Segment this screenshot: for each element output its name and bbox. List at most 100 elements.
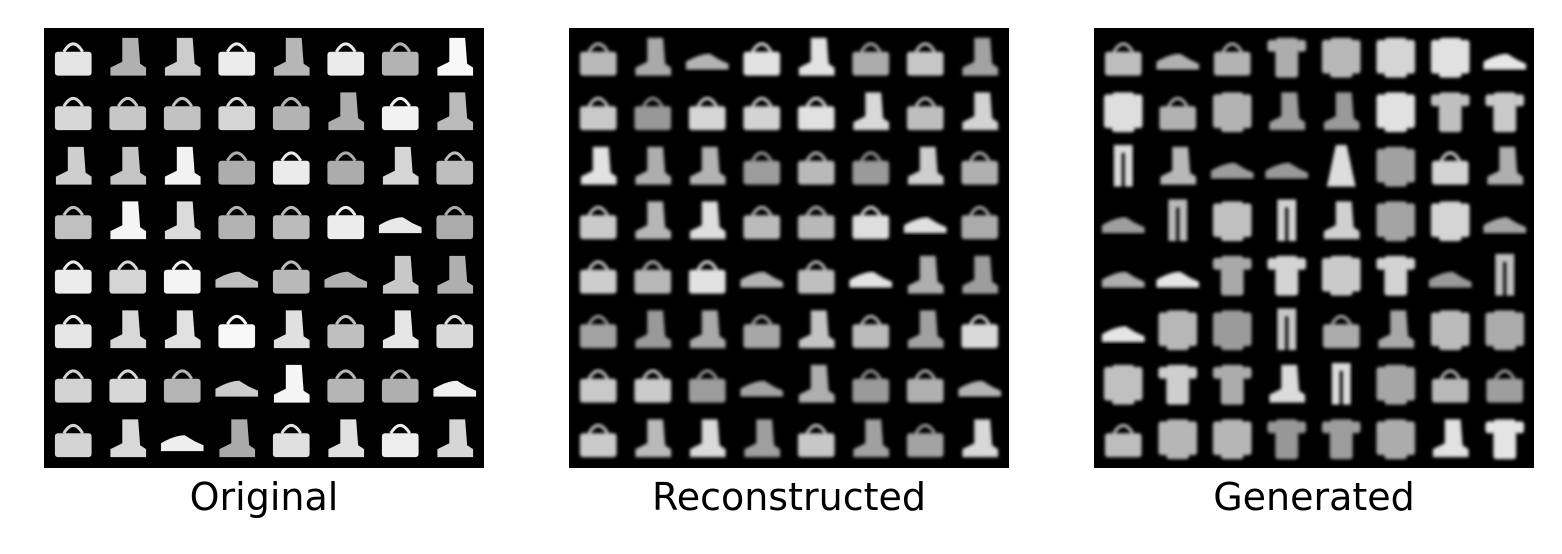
thumbnail-coat [1212, 310, 1252, 351]
thumbnail-bag [54, 96, 92, 131]
thumbnail-shirt [1485, 419, 1525, 460]
thumbnail-ankle-boot [1323, 92, 1360, 131]
thumbnail-ankle-boot [273, 310, 310, 349]
thumbnail-ankle-boot [110, 146, 147, 185]
panel-label-original: Original [189, 475, 339, 519]
thumbnail-bag [54, 423, 92, 458]
thumbnail-bag [797, 423, 835, 458]
thumbnail-bag [1431, 151, 1469, 185]
thumbnail-bag [272, 205, 310, 240]
thumbnail-ankle-boot [164, 37, 201, 76]
thumbnail-bag [852, 369, 890, 403]
thumbnail-grid-generated [1096, 30, 1532, 466]
thumbnail-bag [906, 369, 944, 403]
thumbnail-shirt [1430, 92, 1470, 133]
thumbnail-ankle-boot [635, 310, 672, 349]
thumbnail-sneaker [1210, 162, 1254, 179]
thumbnail-sneaker [1483, 53, 1527, 70]
thumbnail-bag [218, 96, 256, 131]
thumbnail-sneaker [1428, 271, 1472, 288]
thumbnail-bag [852, 314, 890, 349]
thumbnail-coat [1103, 92, 1143, 133]
thumbnail-bag [272, 260, 310, 294]
thumbnail-bag [961, 151, 999, 185]
thumbnail-shirt [1267, 419, 1307, 460]
thumbnail-ankle-boot [437, 255, 474, 294]
thumbnail-bag [436, 205, 474, 240]
thumbnail-ankle-boot [328, 419, 365, 458]
thumbnail-coat [1430, 310, 1470, 351]
thumbnail-bag [1159, 96, 1197, 131]
panel-reconstructed: Reconstructed [569, 28, 1009, 516]
thumbnail-pullover [1376, 201, 1416, 242]
thumbnail-ankle-boot [437, 419, 474, 458]
thumbnail-sneaker [740, 380, 784, 397]
thumbnail-shirt [1212, 364, 1252, 405]
thumbnail-pullover [1158, 419, 1198, 460]
thumbnail-bag [163, 260, 201, 294]
thumbnail-bag [272, 423, 310, 458]
thumbnail-bag [579, 314, 617, 349]
thumbnail-sneaker [433, 380, 477, 397]
thumbnail-bag [109, 369, 147, 403]
thumbnail-ankle-boot [798, 37, 835, 76]
thumbnail-bag [852, 151, 890, 185]
thumbnail-sneaker [1156, 53, 1200, 70]
thumbnail-ankle-boot [328, 92, 365, 131]
thumbnail-sneaker [1156, 271, 1200, 288]
thumbnail-grid-original [46, 30, 482, 466]
thumbnail-bag [579, 42, 617, 76]
thumbnail-bag [54, 42, 92, 76]
thumbnail-ankle-boot [798, 364, 835, 403]
thumbnail-ankle-boot [689, 146, 726, 185]
thumbnail-bag [1486, 369, 1524, 403]
thumbnail-ankle-boot [382, 146, 419, 185]
thumbnail-ankle-boot [55, 146, 92, 185]
thumbnail-pullover [1430, 201, 1470, 242]
thumbnail-ankle-boot [164, 201, 201, 240]
thumbnail-bag [163, 96, 201, 131]
thumbnail-bag [1104, 423, 1142, 458]
thumbnail-coat [1376, 419, 1416, 460]
thumbnail-ankle-boot [1160, 146, 1197, 185]
thumbnail-trouser [1168, 199, 1188, 242]
thumbnail-ankle-boot [1269, 364, 1306, 403]
thumbnail-ankle-boot [635, 201, 672, 240]
thumbnail-bag [688, 369, 726, 403]
thumbnail-bag [1213, 42, 1251, 76]
thumbnail-bag [163, 369, 201, 403]
thumbnail-pullover [1212, 92, 1252, 133]
thumbnail-ankle-boot [437, 92, 474, 131]
thumbnail-shirt [1267, 255, 1307, 296]
image-grid-original [44, 28, 484, 468]
thumbnail-sneaker [903, 217, 947, 234]
panel-label-generated: Generated [1213, 475, 1415, 519]
thumbnail-shirt [1212, 255, 1252, 296]
thumbnail-bag [381, 423, 419, 458]
thumbnail-ankle-boot [635, 419, 672, 458]
image-grid-generated [1094, 28, 1534, 468]
thumbnail-ankle-boot [164, 310, 201, 349]
thumbnail-ankle-boot [110, 419, 147, 458]
thumbnail-ankle-boot [853, 92, 890, 131]
thumbnail-bag [579, 260, 617, 294]
thumbnail-ankle-boot [1378, 310, 1415, 349]
thumbnail-bag [743, 42, 781, 76]
thumbnail-bag [436, 314, 474, 349]
image-grid-reconstructed [569, 28, 1009, 468]
thumbnail-bag [272, 151, 310, 185]
thumbnail-ankle-boot [798, 310, 835, 349]
thumbnail-sneaker [1101, 326, 1145, 343]
thumbnail-sneaker [740, 271, 784, 288]
thumbnail-ankle-boot [689, 419, 726, 458]
thumbnail-ankle-boot [382, 255, 419, 294]
thumbnail-coat [1212, 419, 1252, 460]
thumbnail-bag [327, 205, 365, 240]
thumbnail-sneaker [1101, 271, 1145, 288]
thumbnail-sneaker [378, 217, 422, 234]
thumbnail-ankle-boot [962, 255, 999, 294]
thumbnail-shirt [1485, 92, 1525, 133]
thumbnail-ankle-boot [907, 310, 944, 349]
thumbnail-ankle-boot [273, 37, 310, 76]
thumbnail-ankle-boot [382, 310, 419, 349]
